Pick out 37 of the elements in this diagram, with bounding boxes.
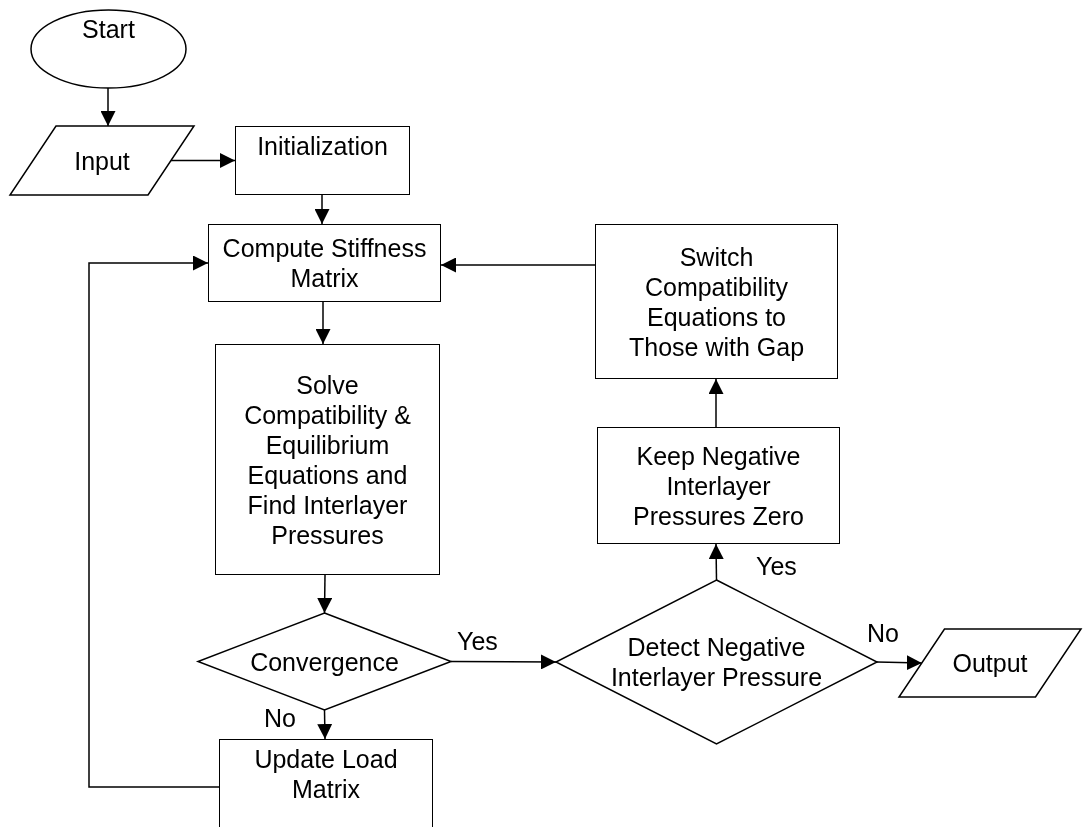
arrow (314, 194, 330, 225)
node-text: Start (82, 14, 135, 44)
terminator-ellipse (31, 10, 186, 88)
decision-diamond (198, 613, 451, 710)
node-text: Keep Negative Interlayer Pressures Zero (632, 440, 805, 531)
arrow (876, 655, 923, 671)
edge-label: No (866, 620, 900, 647)
process-box (219, 739, 433, 827)
process-box (235, 126, 410, 195)
node-text: Detect Negative Interlayer Pressure (609, 632, 824, 692)
node-text: Update Load Matrix (253, 744, 399, 804)
node-text: Compute Stiffness Matrix (221, 233, 428, 293)
edge-label: Yes (755, 553, 798, 580)
arrow (315, 301, 331, 345)
node-text: Input (74, 145, 130, 176)
arrow (450, 654, 557, 670)
process-box (597, 427, 840, 544)
arrow (100, 87, 116, 127)
arrow (317, 574, 333, 614)
arrow (440, 257, 596, 273)
node-text: Convergence (250, 646, 399, 677)
edge-label: No (263, 705, 297, 732)
arrow (708, 543, 724, 581)
node-text: Switch Compatibility Equations to Those with Gap (627, 241, 806, 362)
arrow (708, 378, 724, 428)
arrow (317, 709, 333, 740)
io-parallelogram (10, 126, 194, 195)
io-parallelogram (899, 629, 1081, 697)
node-text: Initialization (257, 131, 388, 161)
node-text: Solve Compatibility & Equilibrium Equations and Find Interlayer Pressures (243, 369, 412, 550)
process-box (208, 224, 441, 302)
arrow (88, 255, 220, 788)
node-text: Output (952, 648, 1028, 678)
process-box (215, 344, 440, 575)
edge-label: Yes (456, 628, 499, 655)
arrow (170, 153, 236, 168)
process-box (595, 224, 838, 379)
